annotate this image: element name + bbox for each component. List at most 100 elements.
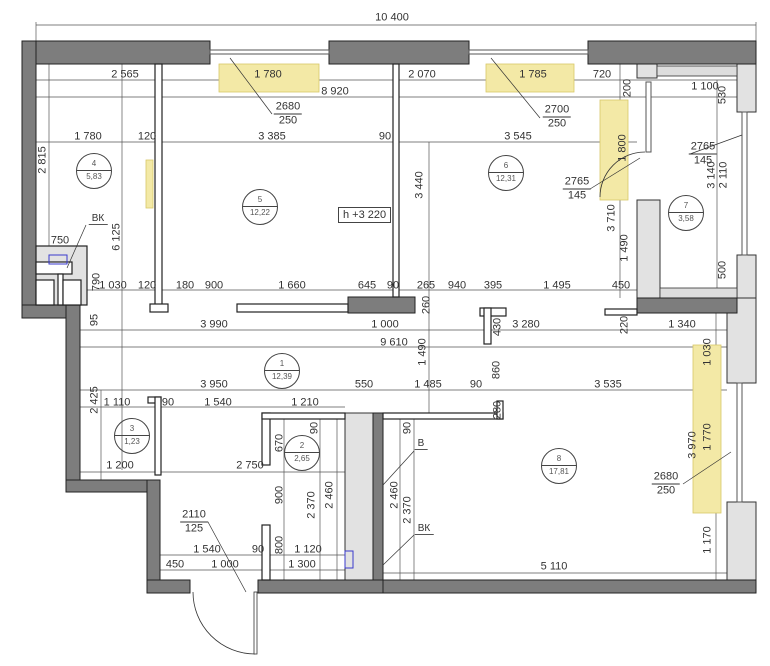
balcony-glazing-rails [656, 65, 738, 299]
dimension-label: 6 125 [110, 223, 123, 251]
dimension-label: 940 [447, 279, 467, 292]
dimension-label: 1 170 [701, 526, 714, 554]
dimension-label: 2 565 [111, 68, 139, 81]
partitions [35, 63, 638, 581]
dimension-label: 1 120 [294, 543, 322, 556]
overall-width-dimension: 10 400 [375, 11, 409, 24]
window-sill: 125 [184, 522, 204, 535]
dimension-label: 1 485 [414, 378, 442, 391]
window-sill: 250 [278, 114, 298, 127]
dimension-label: 500 [716, 260, 729, 280]
room-number: 8 [556, 454, 562, 463]
dimension-label: 1 490 [416, 338, 429, 366]
dimension-label: 3 710 [605, 204, 618, 232]
dimension-label: 1 200 [106, 459, 134, 472]
plumbing-callout: В [414, 438, 428, 450]
dimension-label: 1 030 [701, 338, 714, 366]
dimension-label: 200 [621, 78, 634, 98]
dimension-label: 1 110 [103, 396, 131, 409]
window-sill: 250 [656, 484, 676, 497]
dimension-label: 90 [469, 378, 483, 391]
dimension-label: 900 [204, 279, 224, 292]
radiators [145, 63, 722, 514]
walls [21, 40, 757, 594]
window-sill: 250 [547, 117, 567, 130]
dimension-label: 265 [416, 279, 436, 292]
room-tag-divider [243, 206, 277, 207]
dimension-label: 1 800 [616, 134, 629, 162]
room-number: 6 [503, 161, 509, 170]
dimension-label: 2 110 [717, 161, 730, 189]
dimension-label: 3 385 [258, 130, 286, 143]
dimension-label: 3 990 [200, 318, 228, 331]
dimension-label: 2 425 [88, 386, 101, 414]
dimension-label: 645 [357, 279, 377, 292]
plumbing-callout: ВК [88, 213, 108, 225]
dimension-label: 95 [88, 313, 101, 327]
dimension-label: 2 460 [388, 481, 401, 509]
dimension-lines [35, 22, 757, 580]
room-number: 5 [257, 195, 263, 204]
dimension-label: 90 [251, 543, 265, 556]
room-area: 3,58 [678, 214, 694, 223]
dimension-label: 1 210 [291, 396, 319, 409]
dimension-label: 550 [354, 378, 374, 391]
room-area: 1,23 [124, 437, 140, 446]
dimension-label: 120 [137, 279, 157, 292]
dimension-label: 2 070 [408, 68, 436, 81]
dimension-label: 1 490 [618, 234, 631, 262]
dimension-label: 1 030 [99, 279, 127, 292]
dimension-label: 430 [491, 317, 504, 337]
dimension-label: 3 545 [504, 130, 532, 143]
dimension-label: 800 [273, 535, 286, 555]
dimension-label: 530 [716, 85, 729, 105]
window-height: 2680 [273, 100, 303, 115]
dimension-label: 5 110 [540, 560, 568, 573]
window-sill: 145 [567, 189, 587, 202]
window-height: 2765 [562, 175, 592, 190]
dimension-label: 450 [165, 558, 185, 571]
room-tag-divider [542, 465, 576, 466]
dimension-label: 1 495 [543, 279, 571, 292]
dimension-label: 720 [592, 68, 612, 81]
plumbing-callout: ВК [414, 523, 434, 535]
dimension-label: 9 610 [380, 336, 408, 349]
window-height: 2765 [688, 140, 718, 155]
dimension-label: 2 370 [305, 491, 318, 519]
plumbing-riser [48, 254, 68, 265]
window-height: 2680 [651, 470, 681, 485]
light-walls [344, 63, 757, 581]
dimension-label: 1 780 [74, 130, 102, 143]
dimension-label: 3 950 [200, 378, 228, 391]
dimension-label: 90 [386, 279, 400, 292]
dimension-label: 2 750 [236, 459, 264, 472]
dimension-label: 1 340 [668, 318, 696, 331]
leader-lines [66, 57, 743, 593]
dimension-label: 180 [175, 279, 195, 292]
room-area: 12,22 [249, 208, 271, 217]
dimension-label: 90 [161, 396, 175, 409]
room-tag-divider [489, 172, 523, 173]
dimension-label: 450 [611, 279, 631, 292]
ceiling-height-label: h +3 220 [338, 207, 392, 223]
dimension-label: 395 [483, 279, 503, 292]
dimension-label: 1 000 [211, 558, 239, 571]
dimension-label: 260 [420, 295, 433, 315]
room-area: 5,83 [86, 172, 102, 181]
dimension-label: 8 920 [321, 85, 349, 98]
window-sill: 145 [693, 154, 713, 167]
room-number: 7 [683, 201, 689, 210]
